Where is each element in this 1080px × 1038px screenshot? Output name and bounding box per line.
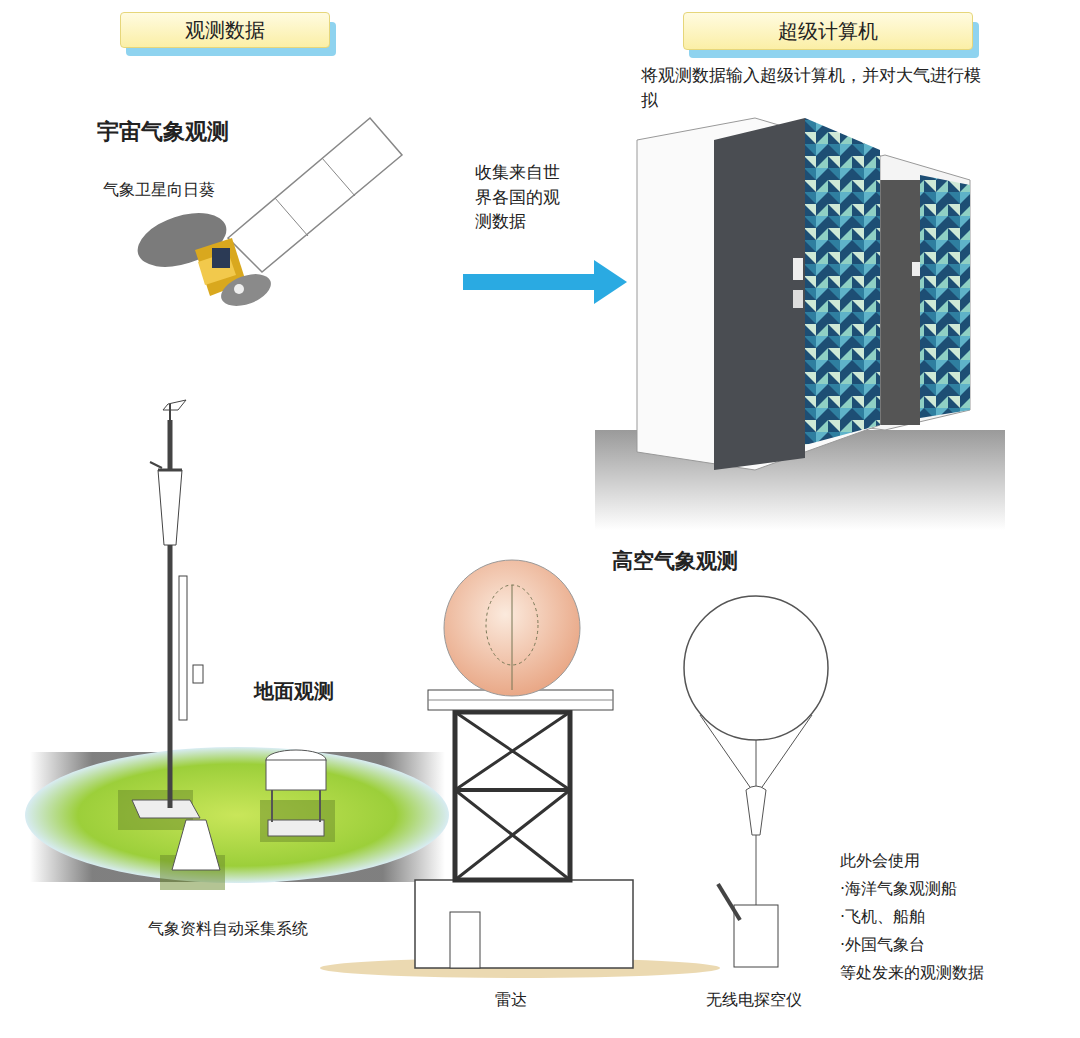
drawing-part <box>132 800 200 818</box>
drawing-part <box>756 835 757 905</box>
drawing-part <box>150 462 162 468</box>
satellite <box>131 118 402 312</box>
drawing-part <box>793 258 803 280</box>
part-label: 气象卫星向日葵 <box>103 178 215 201</box>
section-heading: 地面观测 <box>254 677 334 706</box>
drawing-part <box>455 788 570 792</box>
drawing-part <box>179 576 187 720</box>
drawing-part <box>805 118 880 445</box>
drawing-part <box>268 820 324 836</box>
drawing-part <box>718 884 740 920</box>
drawing-part <box>163 400 186 410</box>
drawing-part <box>880 180 920 425</box>
tag-text: 观测数据 <box>185 17 265 44</box>
drawing-part <box>234 284 244 294</box>
note-line: ·外国气象台 <box>840 933 925 956</box>
drawing-part <box>415 880 633 968</box>
drawing-part <box>455 712 570 880</box>
drawing-part <box>428 700 613 701</box>
drawing-part <box>271 790 273 822</box>
tag-text: 超级计算机 <box>778 18 878 45</box>
header-tag: 超级计算机 <box>683 12 973 50</box>
drawing-part <box>444 560 580 696</box>
drawing-part <box>793 290 803 308</box>
drawing-part <box>455 712 570 880</box>
drawing-part <box>131 203 233 277</box>
note-line: 此外会使用 <box>840 849 920 872</box>
drawing-part <box>212 248 230 268</box>
note-line: ·海洋气象观测船 <box>840 877 957 900</box>
drawing-part <box>920 175 970 418</box>
drawing-part <box>912 262 920 276</box>
drawing-part <box>275 198 308 236</box>
part-label: 无线电探空仪 <box>706 988 802 1011</box>
drawing-part <box>746 786 766 835</box>
arrow-note: 收集来自世界各国的观测数据 <box>475 160 567 234</box>
drawing-part <box>266 760 326 790</box>
drawing-part <box>322 158 355 196</box>
radiosonde <box>684 596 828 967</box>
drawing-part <box>512 585 513 690</box>
radar <box>320 560 720 978</box>
drawing-part <box>193 665 203 683</box>
section-heading: 宇宙气象观测 <box>97 116 229 148</box>
header-tag: 观测数据 <box>120 12 330 48</box>
drawing-part <box>158 470 182 545</box>
drawing-part <box>169 404 171 420</box>
drawing-part <box>450 912 480 968</box>
note-line: ·飞机、船舶 <box>840 905 925 928</box>
drawing-part <box>228 118 402 272</box>
ground-station <box>25 400 449 890</box>
drawing-part <box>25 747 449 883</box>
drawing-part <box>217 268 275 312</box>
flow-arrow <box>463 260 627 304</box>
note: 将观测数据输入超级计算机，并对大气进行模拟 <box>641 63 993 112</box>
drawing-part <box>195 238 246 296</box>
drawing-part <box>158 469 182 472</box>
drawing-part <box>714 118 805 470</box>
drawing-part <box>700 715 812 790</box>
drawing-part <box>319 790 321 822</box>
part-label: 气象资料自动采集系统 <box>148 917 308 940</box>
drawing-part <box>637 118 880 470</box>
drawing-part <box>734 905 778 967</box>
drawing-part <box>684 596 828 740</box>
supercomputer <box>595 118 1005 530</box>
section-heading: 高空气象观测 <box>612 546 738 576</box>
note-line: 等处发来的观测数据 <box>840 961 984 984</box>
drawing-part <box>172 820 220 870</box>
part-label: 雷达 <box>495 988 527 1011</box>
